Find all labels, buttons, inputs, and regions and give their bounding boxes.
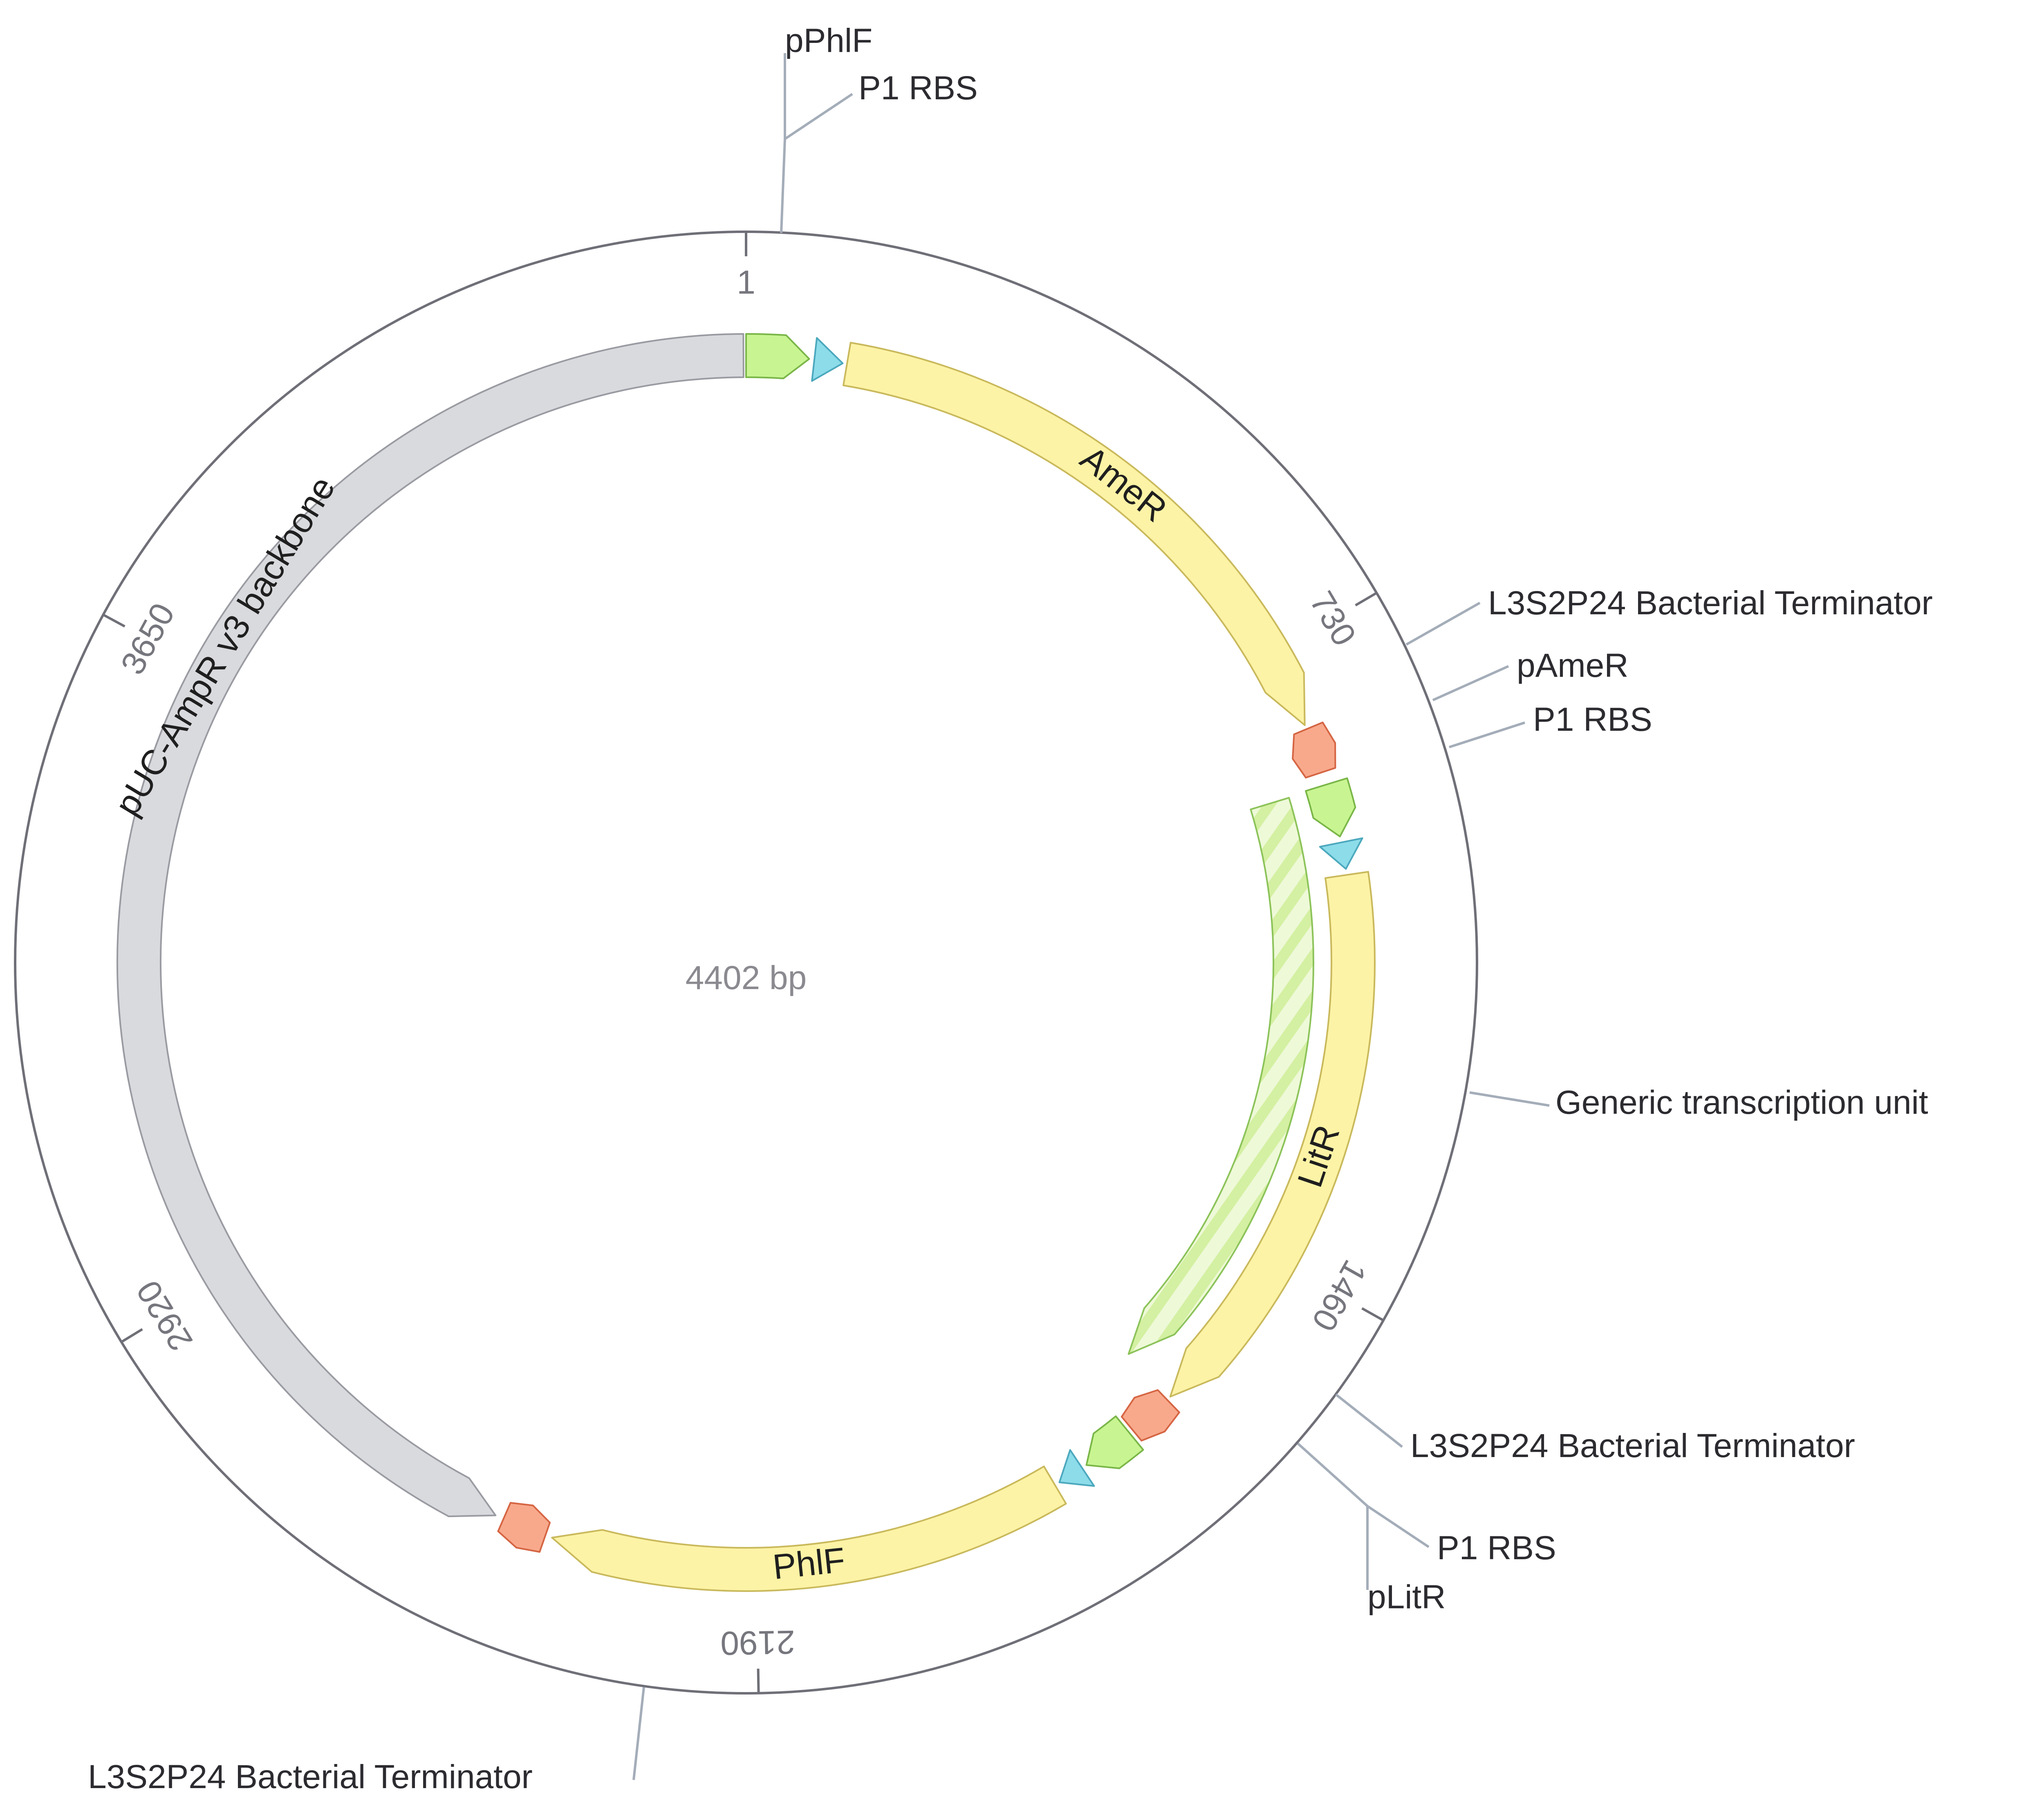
- tick-mark: [121, 1328, 143, 1343]
- tick-mark: [757, 1668, 760, 1693]
- tick-mark: [103, 613, 126, 628]
- phlF-cds[interactable]: [551, 1465, 1067, 1592]
- p1rbs-2[interactable]: [1319, 837, 1363, 870]
- annotation-p1-rbs-right-label: P1 RBS: [1533, 701, 1652, 738]
- term-3[interactable]: [497, 1502, 551, 1553]
- tick-label: 730: [1303, 585, 1363, 652]
- leader-pphlf: [780, 53, 786, 233]
- transcription-unit[interactable]: [1127, 797, 1314, 1355]
- annotation-p1-rbs-top-label: P1 RBS: [858, 69, 978, 107]
- pPhlF-promoter[interactable]: [745, 333, 810, 379]
- tick-label: 1: [737, 264, 755, 301]
- annotation-pphlf-label: pPhlF: [785, 22, 872, 59]
- plasmid-size-label: 4402 bp: [686, 959, 807, 996]
- annotation-transcription-unit-label: Generic transcription unit: [1555, 1084, 1928, 1121]
- tick-label: 3650: [114, 597, 182, 681]
- leader-p1-rbs-right: [1449, 721, 1525, 748]
- ameR-cds[interactable]: [843, 342, 1306, 726]
- annotation-p1-rbs-bottom-label: P1 RBS: [1437, 1529, 1556, 1567]
- tick-label: 2190: [720, 1623, 796, 1662]
- annotation-terminator-1-label: L3S2P24 Bacterial Terminator: [1488, 584, 1933, 622]
- term-2[interactable]: [1121, 1389, 1180, 1442]
- pLitR-promoter[interactable]: [1085, 1415, 1144, 1469]
- phlF-cds-label: PhlF: [771, 1540, 847, 1587]
- leader-transcription-unit: [1469, 1091, 1550, 1107]
- leader-terminator-1: [1405, 602, 1481, 646]
- p1rbs-3[interactable]: [1058, 1449, 1095, 1487]
- annotation-plitr-label: pLitR: [1367, 1578, 1446, 1616]
- tick-mark: [1361, 1307, 1384, 1322]
- leader-p1-rbs-bottom: [1297, 1442, 1430, 1548]
- litR-cds[interactable]: [1169, 871, 1376, 1398]
- tick-label: 1460: [1304, 1254, 1374, 1337]
- pAmeR-promoter[interactable]: [1305, 777, 1356, 837]
- leader-p1-rbs-top: [784, 93, 853, 140]
- annotation-terminator-3-label: L3S2P24 Bacterial Terminator: [88, 1758, 533, 1795]
- p1rbs-1[interactable]: [811, 337, 844, 382]
- annotation-pamer-label: pAmeR: [1517, 647, 1628, 684]
- leader-pamer: [1432, 665, 1509, 701]
- leader-terminator-2: [1335, 1393, 1403, 1448]
- annotation-terminator-2-label: L3S2P24 Bacterial Terminator: [1410, 1427, 1855, 1464]
- term-1[interactable]: [1292, 721, 1336, 779]
- litR-cds-label: LitR: [1290, 1120, 1347, 1192]
- tick-label: 2920: [130, 1274, 200, 1357]
- leader-terminator-3: [632, 1687, 645, 1780]
- tick-mark: [1355, 592, 1377, 607]
- backbone[interactable]: [116, 333, 744, 1518]
